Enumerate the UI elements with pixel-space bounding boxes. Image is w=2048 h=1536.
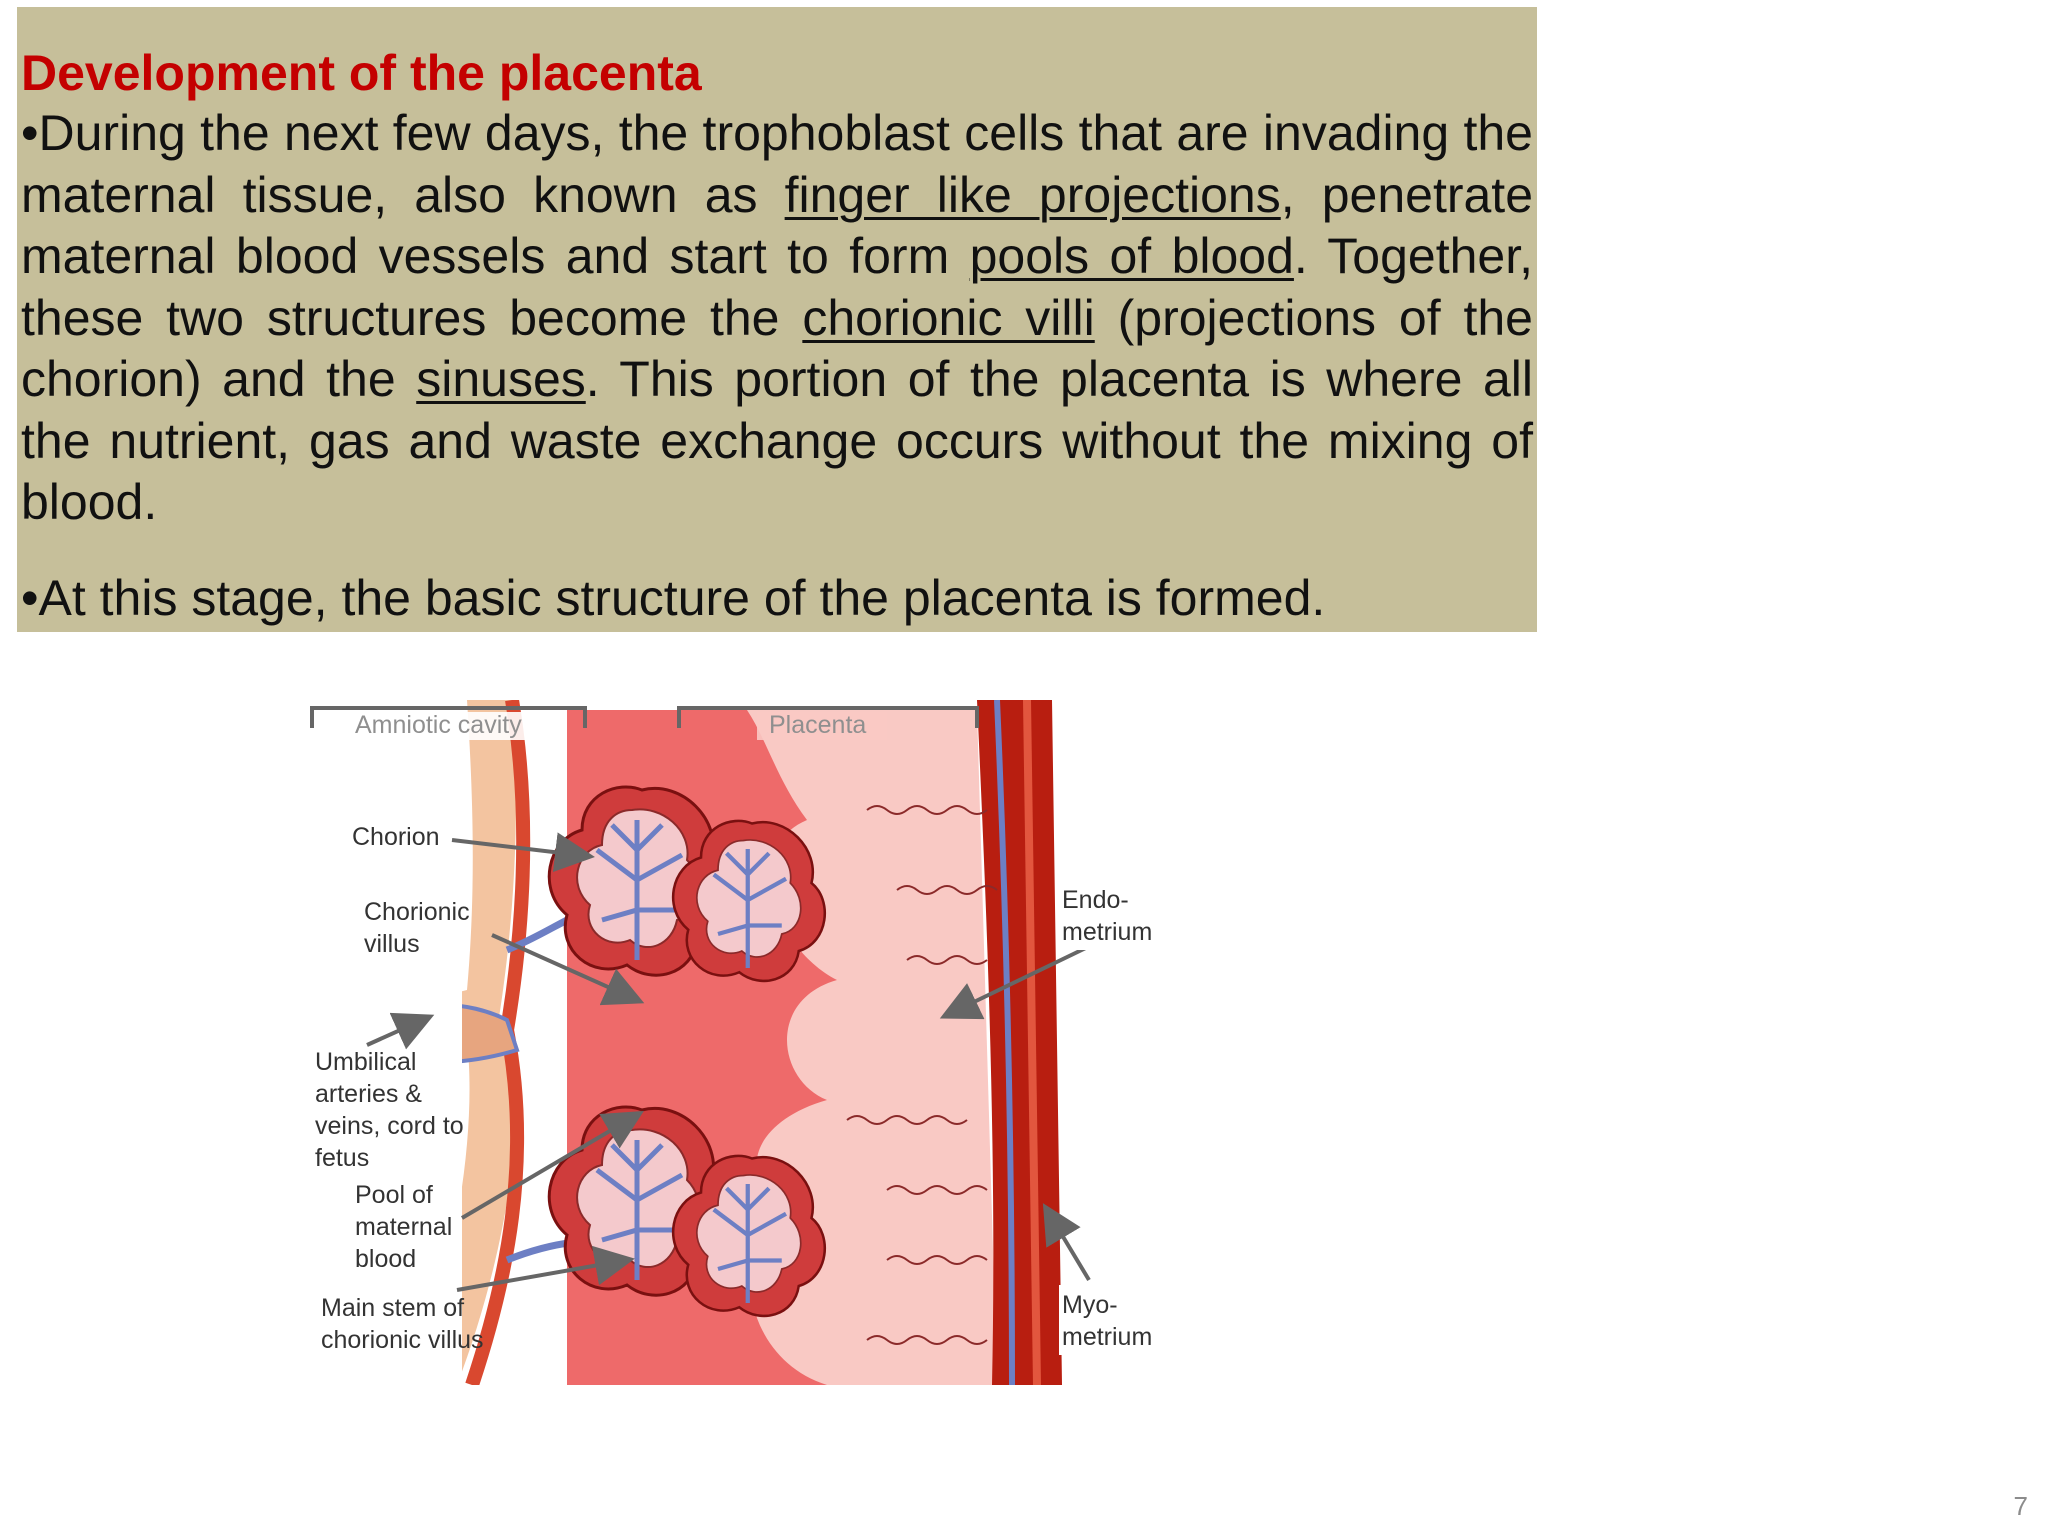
label-chorion: Chorion bbox=[352, 823, 440, 851]
arrow-myometrium bbox=[1042, 1203, 1091, 1282]
myometrium-band bbox=[977, 700, 1062, 1385]
arrow-chorionic-villus bbox=[491, 933, 645, 1006]
label-main-stem-2: chorionic villus bbox=[321, 1326, 484, 1354]
slide-text-panel: Development of the placenta •During the … bbox=[17, 7, 1537, 632]
text-segment: (projections of the chorion) and the bbox=[21, 289, 1533, 408]
paragraph-placenta-development: •During the next few days, the trophobla… bbox=[21, 103, 1533, 534]
label-pool-3: blood bbox=[355, 1245, 416, 1273]
label-chorionic-villus-2: villus bbox=[364, 930, 420, 958]
bullet: • bbox=[21, 105, 39, 161]
text-segment: At this stage, the basic structure of th… bbox=[38, 569, 1326, 626]
arrow-endometrium bbox=[939, 943, 1093, 1020]
arrow-pool-of-maternal-blood bbox=[460, 1110, 644, 1220]
term-finger-like-projections: finger like projections bbox=[784, 166, 1281, 223]
label-placenta: Placenta bbox=[769, 711, 866, 739]
text-segment: . This portion of the placenta is where … bbox=[21, 351, 1533, 530]
label-endometrium-2: metrium bbox=[1062, 918, 1152, 946]
term-pools-of-blood: pools of blood bbox=[969, 228, 1294, 284]
bullet: • bbox=[21, 569, 39, 626]
text-segment: , penetrate maternal blood vessels and s… bbox=[21, 166, 1534, 285]
label-pool-1: Pool of bbox=[355, 1181, 433, 1209]
label-main-stem-1: Main stem of bbox=[321, 1294, 464, 1322]
term-chorionic-villi: chorionic villi bbox=[802, 289, 1095, 346]
label-myometrium-2: metrium bbox=[1062, 1323, 1152, 1351]
arrow-umbilical bbox=[366, 1012, 435, 1050]
label-amniotic-cavity: Amniotic cavity bbox=[355, 711, 522, 739]
page-number: 7 bbox=[2013, 1491, 2028, 1521]
chorion-wall bbox=[412, 700, 518, 1385]
label-pool-2: maternal bbox=[355, 1213, 452, 1241]
term-sinuses: sinuses bbox=[416, 351, 586, 407]
text-segment: . Together, these two structures become … bbox=[21, 228, 1533, 346]
label-umbilical-2: arteries & bbox=[315, 1080, 422, 1108]
endometrial-glands bbox=[846, 805, 998, 1345]
label-umbilical-3: veins, cord to bbox=[315, 1112, 464, 1140]
label-myometrium-1: Myo- bbox=[1062, 1291, 1118, 1319]
placenta-bracket bbox=[677, 706, 979, 728]
arrow-chorion bbox=[451, 832, 595, 873]
placenta-diagram: Amniotic cavity Placenta Chorion Chorion… bbox=[307, 700, 1159, 1385]
label-umbilical-4: fetus bbox=[315, 1144, 369, 1172]
label-chorionic-villus-1: Chorionic bbox=[364, 898, 470, 926]
amniotic-cavity-bracket bbox=[310, 706, 587, 728]
text-segment: During the next few days, the trophoblas… bbox=[21, 105, 1533, 223]
paragraph-basic-structure: •At this stage, the basic structure of t… bbox=[21, 568, 1533, 630]
label-umbilical-1: Umbilical bbox=[315, 1048, 416, 1076]
arrow-main-stem bbox=[456, 1245, 635, 1292]
slide-title: Development of the placenta bbox=[21, 45, 702, 101]
label-endometrium-1: Endo- bbox=[1062, 886, 1129, 914]
